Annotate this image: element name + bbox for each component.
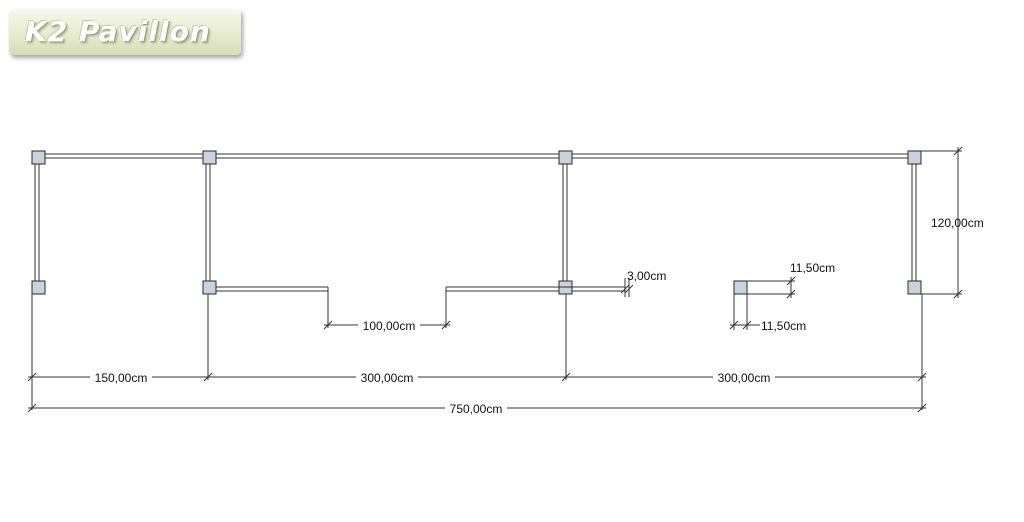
- dim-bay-1: 150,00cm: [95, 371, 148, 385]
- dim-bay-3: 300,00cm: [718, 371, 771, 385]
- logo-text: K2 Pavillon: [25, 15, 211, 48]
- post-bottom-left: [31, 280, 46, 295]
- front-wall-right-segment: [445, 286, 563, 292]
- dimension-lines: [27, 146, 963, 413]
- dimension-labels: 150,00cm 300,00cm 300,00cm 750,00cm 100,…: [90, 216, 984, 416]
- post-bottom-150: [202, 280, 217, 295]
- posts: [31, 150, 922, 295]
- front-wall-left-segment: [210, 286, 329, 292]
- dim-bay-2: 300,00cm: [361, 371, 414, 385]
- dim-profile-width: 3,00cm: [627, 269, 666, 283]
- post-detail: [733, 280, 748, 295]
- post-top-150: [202, 150, 217, 165]
- dim-post-depth: 11,50cm: [790, 261, 835, 275]
- top-rail: [38, 153, 915, 159]
- dim-door-opening: 100,00cm: [363, 319, 416, 333]
- wall-left: [34, 158, 40, 287]
- wall-150: [205, 158, 211, 287]
- profile-extension: [567, 286, 625, 292]
- wall-450: [562, 158, 568, 287]
- post-bottom-right: [907, 280, 922, 295]
- dim-height-right: 120,00cm: [931, 216, 984, 230]
- post-top-left: [31, 150, 46, 165]
- post-top-450: [558, 150, 573, 165]
- dim-post-width: 11,50cm: [761, 319, 806, 333]
- logo-banner: K2 Pavillon: [9, 9, 241, 55]
- dim-total: 750,00cm: [450, 402, 503, 416]
- wall-right: [911, 158, 917, 287]
- post-top-right: [907, 150, 922, 165]
